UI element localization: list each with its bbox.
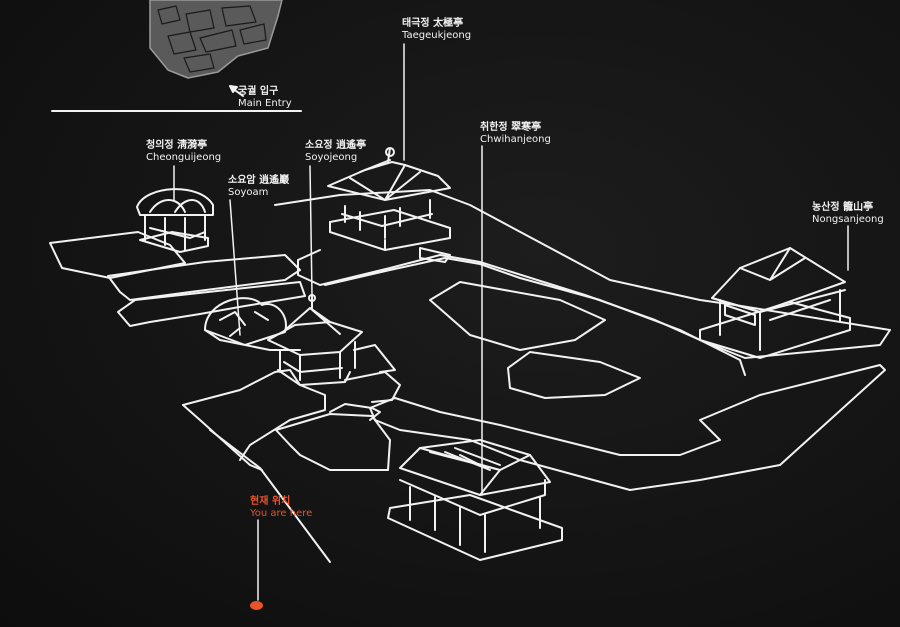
taegeukjeong-en: Taegeukjeong xyxy=(402,30,472,41)
you-are-here-ko: 현재 위치 xyxy=(250,496,291,507)
chwihanjeong-ko: 취한정 翠寒亭 xyxy=(480,122,542,133)
soyoam-ko: 소요암 逍遙巖 xyxy=(228,175,290,186)
you-are-here-en: You are here xyxy=(250,508,313,519)
garden-paths xyxy=(49,189,891,563)
main-entry-en: Main Entry xyxy=(238,98,292,109)
soyojeong-en: Soyojeong xyxy=(305,152,358,163)
leader-lines xyxy=(173,43,849,601)
taegeukjeong-label: 태극정 太極亭 Taegeukjeong xyxy=(402,18,471,42)
soyojeong-pavilion xyxy=(267,294,363,386)
main-entry-ko: 궁궐 입구 xyxy=(238,86,279,97)
cheonguijeong-en: Cheonguijeong xyxy=(146,152,222,163)
chwihanjeong-label: 취한정 翠寒亭 Chwihanjeong xyxy=(480,122,551,146)
nongsanjeong-label: 농산정 籠山亭 Nongsanjeong xyxy=(812,202,884,226)
soyojeong-label: 소요정 逍遙亭 Soyojeong xyxy=(305,140,366,164)
soyojeong-ko: 소요정 逍遙亭 xyxy=(305,140,367,151)
nongsanjeong-en: Nongsanjeong xyxy=(812,214,884,225)
overview-minimap xyxy=(149,0,283,79)
soyoam-en: Soyoam xyxy=(228,187,269,198)
you-are-here-marker-icon xyxy=(250,601,263,610)
taegeukjeong-pavilion xyxy=(327,147,451,263)
you-are-here-label: 현재 위치 You are here xyxy=(250,496,312,520)
main-entry-label: 궁궐 입구 Main Entry xyxy=(238,86,292,110)
taegeukjeong-ko: 태극정 太極亭 xyxy=(402,18,464,29)
cheonguijeong-ko: 청의정 淸漪亭 xyxy=(146,140,208,151)
cheonguijeong-pavilion xyxy=(136,188,214,253)
chwihanjeong-en: Chwihanjeong xyxy=(480,134,551,145)
chwihanjeong-pavilion xyxy=(387,439,563,561)
soyoam-rock xyxy=(204,297,287,346)
entry-arrow-icon xyxy=(229,85,244,97)
nongsanjeong-ko: 농산정 籠山亭 xyxy=(812,202,874,213)
soyoam-label: 소요암 逍遙巖 Soyoam xyxy=(228,175,289,199)
cheonguijeong-label: 청의정 淸漪亭 Cheonguijeong xyxy=(146,140,221,164)
nongsanjeong-building xyxy=(699,247,851,359)
